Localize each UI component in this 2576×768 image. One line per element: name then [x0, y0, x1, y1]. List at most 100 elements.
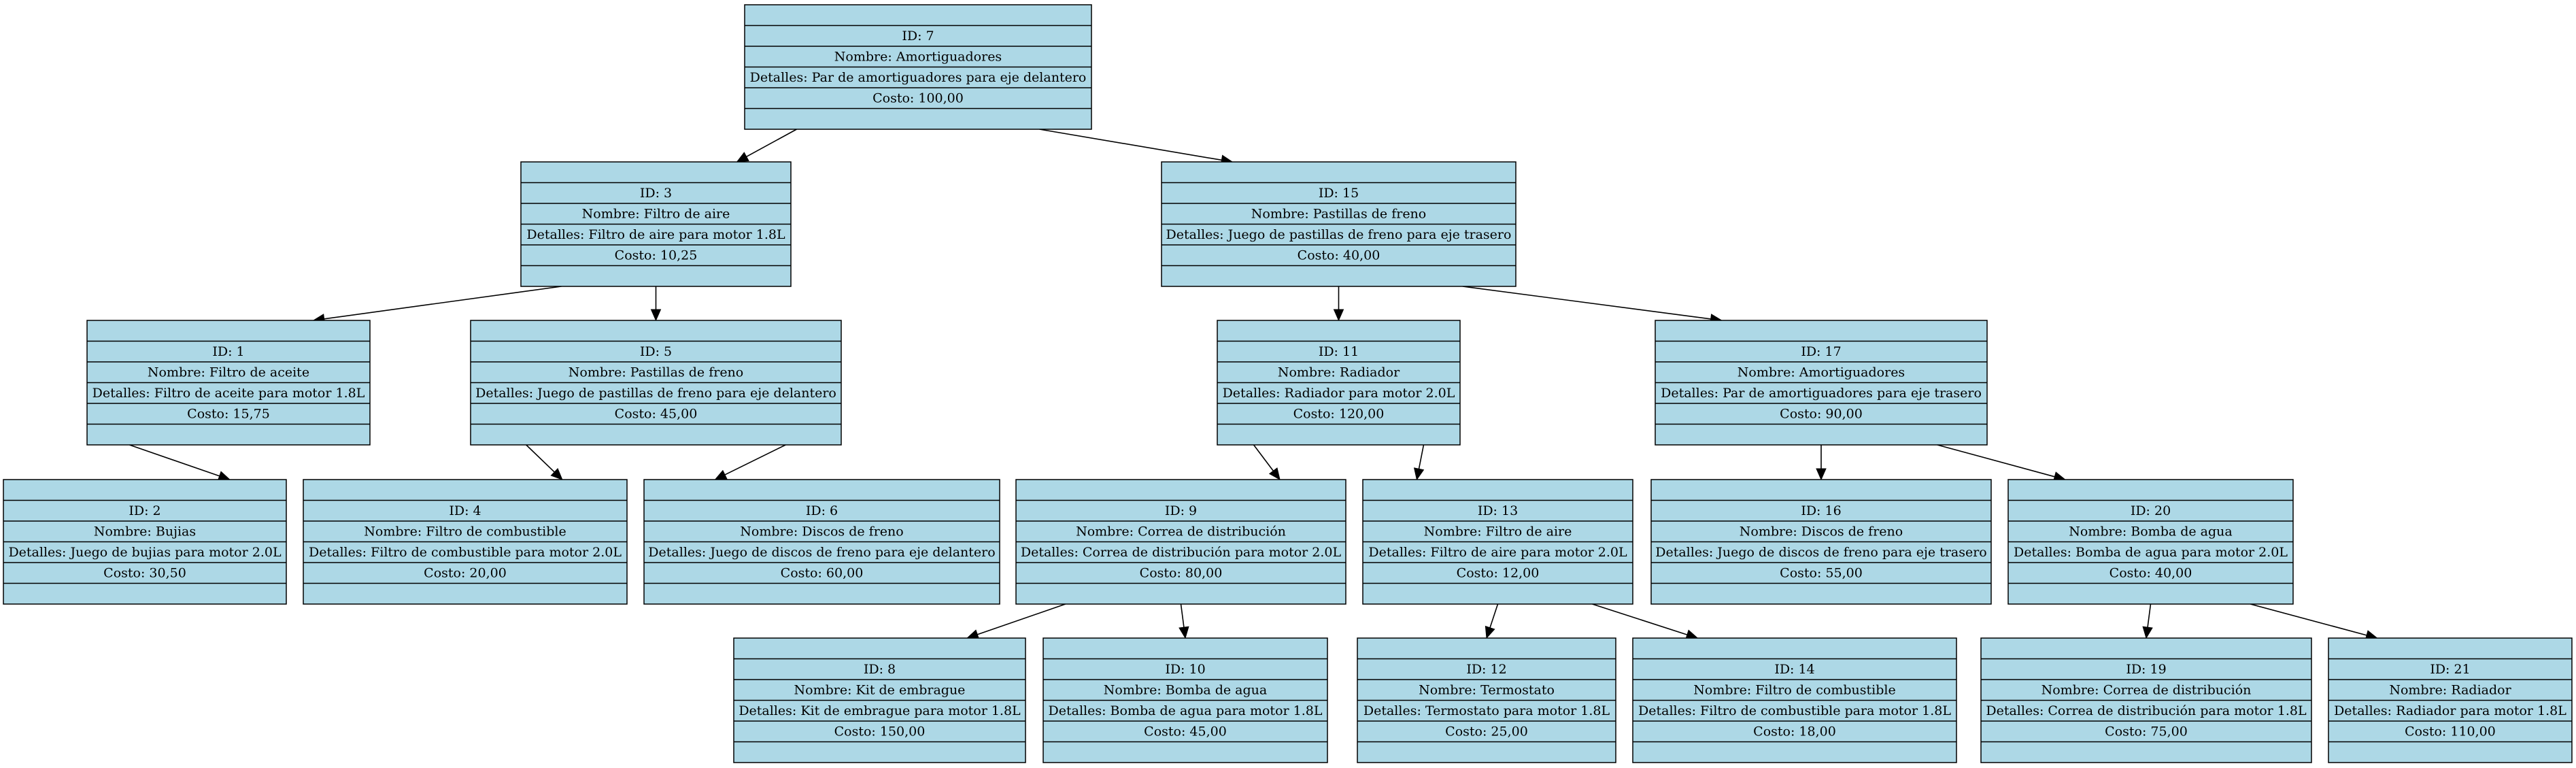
node-name-label: Nombre: Correa de distribución [1076, 524, 1286, 539]
node-name-label: Nombre: Radiador [1278, 365, 1400, 380]
node-name-label: Nombre: Discos de freno [1740, 524, 1903, 539]
edge-line [1937, 444, 2055, 478]
node-cost-label: Costo: 100,00 [872, 90, 964, 105]
node-name-label: Nombre: Pastillas de freno [1251, 206, 1426, 221]
edge-line [746, 129, 797, 158]
node-name-label: Nombre: Filtro de combustible [364, 524, 566, 539]
node-name-label: Nombre: Filtro de aceite [148, 365, 309, 380]
node-id-label: ID: 2 [129, 503, 160, 518]
edge-5-to-4 [526, 444, 563, 480]
node-id-label: ID: 20 [2131, 503, 2171, 518]
node-cost-label: Costo: 45,00 [1144, 724, 1227, 739]
tree-node-5: ID: 5 Nombre: Pastillas de frenoDetalles:… [470, 320, 842, 446]
node-cost-label: Costo: 40,00 [2109, 565, 2192, 580]
node-id-label: ID: 3 [640, 186, 672, 201]
arrowhead-icon [736, 152, 749, 163]
node-id-label: ID: 5 [640, 344, 672, 359]
node-id-label: ID: 11 [1319, 344, 1359, 359]
node-details-label: Detalles: Juego de discos de freno para … [648, 545, 995, 560]
node-details-label: Detalles: Correa de distribución para mo… [1021, 545, 1342, 560]
node-name-label: Nombre: Kit de embrague [794, 682, 966, 697]
node-id-label: ID: 17 [1801, 344, 1841, 359]
node-name-label: Nombre: Bomba de agua [2069, 524, 2232, 539]
node-cost-label: Costo: 10,25 [615, 248, 698, 263]
edge-3-to-1 [312, 286, 562, 324]
edge-line [129, 444, 220, 477]
node-cost-label: Costo: 80,00 [1140, 565, 1223, 580]
node-id-label: ID: 14 [1774, 662, 1814, 677]
node-details-label: Detalles: Correa de distribución para mo… [1986, 703, 2307, 718]
node-details-label: Detalles: Radiador para motor 2.0L [1223, 386, 1455, 401]
arrowhead-icon [714, 469, 728, 480]
edge-5-to-6 [714, 444, 786, 480]
node-cost-label: Costo: 30,50 [103, 565, 186, 580]
edge-line [724, 444, 786, 475]
arrowhead-icon [1179, 626, 1189, 639]
node-name-label: Nombre: Filtro de combustible [1693, 682, 1895, 697]
node-id-label: ID: 15 [1319, 186, 1359, 201]
edge-line [1253, 444, 1274, 471]
node-name-label: Nombre: Filtro de aire [582, 206, 730, 221]
node-cost-label: Costo: 55,00 [1780, 565, 1863, 580]
edge-3-to-5 [650, 286, 662, 322]
node-details-label: Detalles: Radiador para motor 1.8L [2334, 703, 2566, 718]
arrowhead-icon [1268, 467, 1281, 480]
edge-1-to-2 [129, 444, 231, 481]
edge-7-to-15 [1039, 129, 1234, 165]
node-id-label: ID: 6 [806, 503, 838, 518]
node-name-label: Nombre: Filtro de aire [1424, 524, 1572, 539]
node-cost-label: Costo: 12,00 [1457, 565, 1540, 580]
node-name-label: Nombre: Bomba de agua [1104, 682, 1267, 697]
edge-20-to-19 [2142, 603, 2153, 639]
node-details-label: Detalles: Juego de bujias para motor 2.0… [8, 545, 282, 560]
node-id-label: ID: 21 [2430, 662, 2470, 677]
node-details-label: Detalles: Bomba de agua para motor 2.0L [2014, 545, 2288, 560]
node-details-label: Detalles: Filtro de combustible para mot… [309, 545, 622, 560]
arrowhead-icon [2142, 626, 2153, 639]
edge-13-to-12 [1485, 603, 1499, 639]
node-id-label: ID: 7 [902, 29, 934, 44]
edge-11-to-9 [1253, 444, 1281, 480]
node-name-label: Nombre: Pastillas de freno [569, 365, 743, 380]
edge-17-to-16 [1816, 445, 1827, 481]
node-details-label: Detalles: Par de amortiguadores para eje… [1661, 386, 1982, 401]
edge-15-to-17 [1462, 286, 1723, 324]
arrowhead-icon [550, 468, 563, 480]
edge-9-to-10 [1179, 603, 1189, 639]
node-details-label: Detalles: Kit de embrague para motor 1.8… [739, 703, 1021, 718]
arrowhead-icon [1333, 309, 1344, 322]
node-id-label: ID: 1 [212, 344, 244, 359]
edge-9-to-8 [966, 603, 1066, 639]
edge-line [1039, 129, 1222, 161]
arrowhead-icon [650, 309, 662, 322]
edge-line [977, 603, 1066, 635]
edge-line [1592, 603, 1688, 635]
node-cost-label: Costo: 40,00 [1298, 248, 1380, 263]
edge-15-to-11 [1333, 286, 1344, 322]
arrowhead-icon [1485, 625, 1495, 639]
node-cost-label: Costo: 150,00 [834, 724, 926, 739]
node-details-label: Detalles: Juego de discos de freno para … [1655, 545, 1987, 560]
edge-line [324, 286, 562, 320]
edge-line [1462, 286, 1711, 320]
node-id-label: ID: 13 [1478, 503, 1518, 518]
node-cost-label: Costo: 90,00 [1780, 406, 1863, 421]
edge-line [2250, 603, 2367, 636]
node-name-label: Nombre: Correa de distribución [2041, 682, 2252, 697]
node-details-label: Detalles: Juego de pastillas de freno pa… [475, 386, 836, 401]
